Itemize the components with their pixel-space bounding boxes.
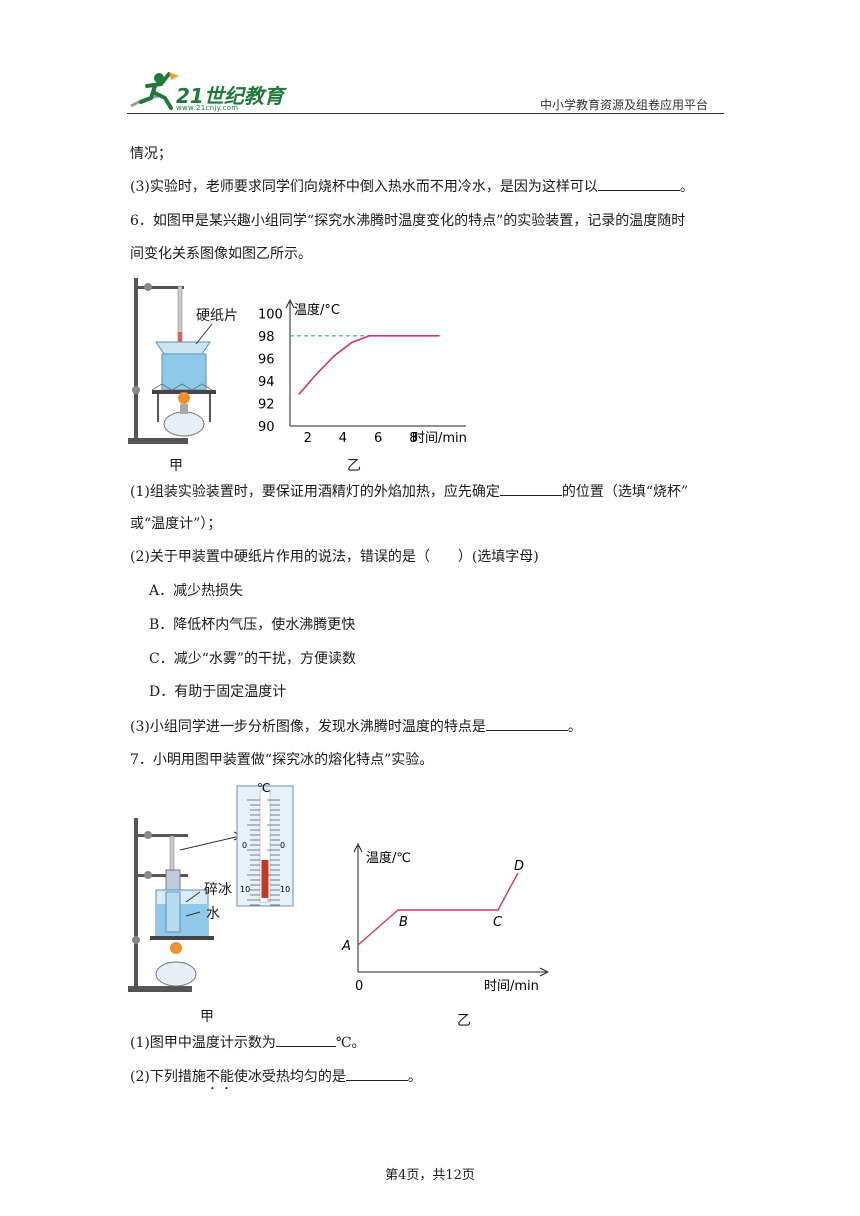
q7-part1-unit: ℃。 [335, 1035, 366, 1051]
q7-stem: 7．小明用图甲装置做“探究冰的熔化特点”实验。 [130, 752, 434, 768]
point-a: A [341, 939, 351, 954]
q6-stem-line1: 6．如图甲是某兴趣小组同学“探究水沸腾时温度变化的特点”的实验装置，记录的温度随… [130, 213, 686, 229]
option-c[interactable]: C．减少“水雾”的干扰，方便读数 [149, 651, 357, 667]
scale-left-0: 0 [242, 841, 247, 850]
q7-part1-text: (1)图甲中温度计示数为 [130, 1035, 276, 1051]
answer-blank[interactable] [485, 716, 568, 731]
mercury-column [261, 860, 269, 898]
option-b[interactable]: B．降低杯内气压，使水沸腾更快 [149, 617, 356, 633]
figure-caption-yi: 乙 [347, 458, 361, 474]
temperature-curve [298, 335, 440, 395]
answer-blank[interactable] [345, 1066, 408, 1081]
thermometer-unit: ℃ [257, 781, 270, 795]
answer-blank[interactable] [499, 481, 562, 496]
x-tick-label: 4 [339, 431, 347, 446]
q6-part1-line2: 或“温度计”）； [130, 516, 222, 532]
page-number: 第4页，共12页 [385, 1168, 475, 1183]
q5-part3-text: (3)实验时，老师要求同学们向烧杯中倒入热水而不用冷水，是因为这样可以 [130, 179, 598, 195]
y-tick-label: 100 [258, 307, 283, 322]
melting-curve [357, 872, 519, 946]
y-tick-label: 96 [258, 352, 275, 367]
figure-caption-yi: 乙 [457, 1013, 471, 1029]
x-axis-label: 时间/min [412, 431, 467, 446]
y-tick-label: 90 [258, 420, 275, 435]
melting-graph: 温度/℃ 时间/min 0 A B C D [341, 842, 550, 994]
melting-apparatus-figure [128, 818, 244, 992]
scale-left-10: 10 [240, 885, 250, 894]
y-axis-arrow [285, 298, 295, 309]
temperature-time-chart: 90 92 94 96 98 100 2 4 6 8 温度/°C 时间/min [258, 298, 467, 446]
y-tick-label: 98 [258, 330, 275, 345]
y-tick-label: 94 [258, 375, 275, 390]
logo-text: 21世纪教育 [176, 84, 284, 108]
q5-part3-end: 。 [679, 179, 694, 195]
q6-part3: (3)小组同学进一步分析图像，发现水沸腾时温度的特点是 。 [130, 716, 582, 737]
q6-part3-text: (3)小组同学进一步分析图像，发现水沸腾时温度的特点是 [130, 719, 486, 735]
point-b: B [399, 915, 408, 930]
q7-part2-text: (2)下列措施 [130, 1069, 206, 1085]
x-tick-label: 6 [374, 431, 382, 446]
figure-caption-jia: 甲 [169, 458, 183, 474]
q6-part1-text: (1)组装实验装置时，要保证用酒精灯的外焰加热，应先确定 [130, 484, 500, 500]
answer-blank[interactable] [597, 176, 680, 191]
q7-part2-text2: 使冰受热均匀的是 [233, 1069, 346, 1085]
point-d: D [514, 859, 524, 874]
boiling-apparatus-figure [128, 278, 216, 444]
option-d[interactable]: D．有助于固定温度计 [149, 684, 287, 700]
x-tick-label: 8 [409, 431, 417, 446]
y-axis-label: 温度/°C [294, 302, 340, 318]
option-a[interactable]: A．减少热损失 [149, 583, 244, 599]
runner-logo-icon [130, 72, 179, 110]
q7-part1: (1)图甲中温度计示数为 ℃。 [130, 1032, 366, 1053]
q6-part2: (2)关于甲装置中硬纸片作用的说法，错误的是（ ）(选填字母) [130, 549, 539, 565]
figure-caption-jia: 甲 [200, 1009, 214, 1025]
q6-part3-end: 。 [567, 719, 582, 735]
logo-url: www.21cnjy.com [176, 104, 239, 112]
graph-ylabel: 温度/℃ [366, 850, 411, 866]
q7-part2: (2)下列措施不能使冰受热均匀的是 。 [130, 1066, 422, 1093]
emphasis-text: 不能 [205, 1069, 234, 1085]
q5-continuation: 情况； [130, 146, 172, 162]
y-tick-label: 92 [258, 397, 275, 412]
q7-part2-end: 。 [407, 1069, 422, 1085]
scale-right-10: 10 [280, 885, 290, 894]
cardboard-label: 硬纸片 [196, 308, 238, 324]
q6-stem-line2: 间变化关系图像如图乙所示。 [130, 246, 312, 262]
q5-part3: (3)实验时，老师要求同学们向烧杯中倒入热水而不用冷水，是因为这样可以 。 [130, 176, 694, 197]
answer-blank[interactable] [275, 1032, 336, 1047]
y-axis-arrow [353, 842, 363, 853]
scale-right-0: 0 [280, 841, 285, 850]
x-tick-label: 2 [304, 431, 312, 446]
water-label: 水 [206, 906, 220, 922]
thermometer-scale-figure: ℃ 0 0 10 10 [236, 781, 294, 907]
platform-name: 中小学教育资源及组卷应用平台 [540, 98, 709, 112]
header-divider [127, 113, 724, 114]
graph-origin: 0 [355, 979, 363, 994]
point-c: C [493, 915, 503, 930]
graph-xlabel: 时间/min [484, 979, 539, 994]
crushed-ice-label: 碎冰 [204, 882, 232, 898]
q6-part1: (1)组装实验装置时，要保证用酒精灯的外焰加热，应先确定 的位置（选填“烧杯” [130, 481, 688, 502]
q6-part1-hint: 的位置（选填“烧杯” [561, 484, 689, 500]
x-axis-arrow [539, 967, 550, 977]
